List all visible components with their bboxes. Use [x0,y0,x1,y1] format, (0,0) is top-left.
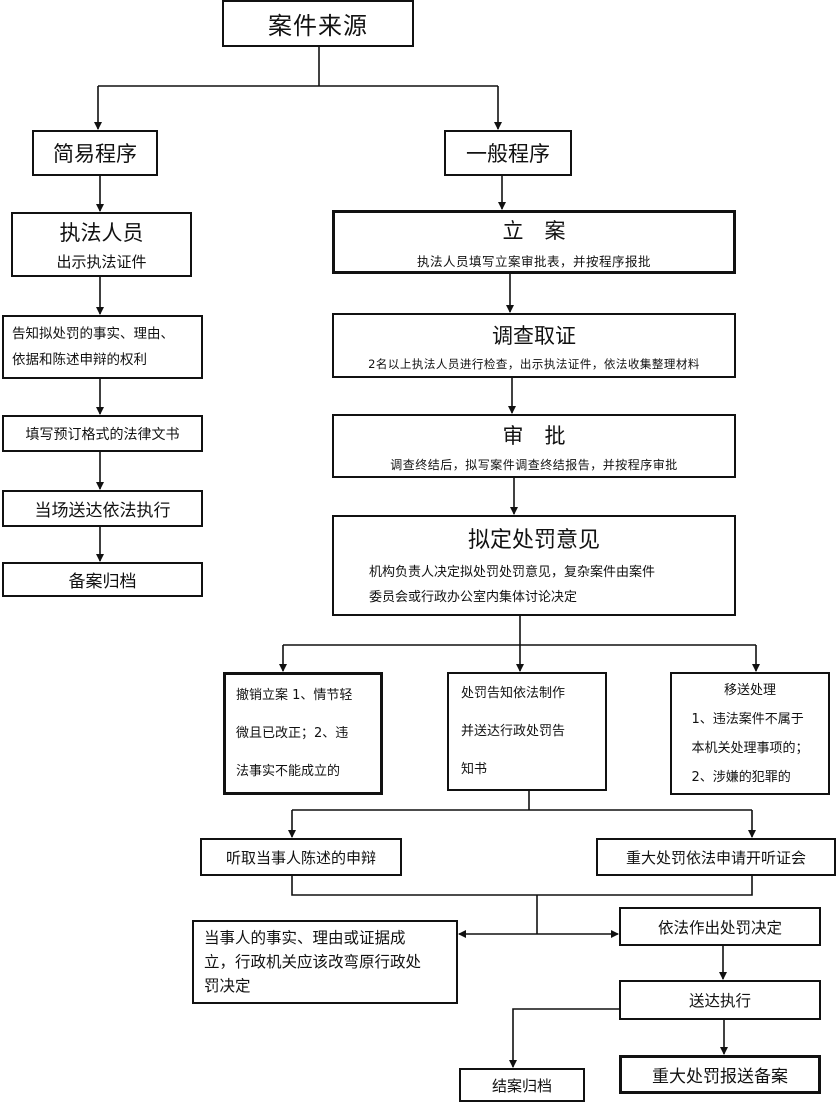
connector-execute-left [509,1008,619,1068]
branch-transfer-line: 2、涉嫌的犯罪的 [691,769,791,785]
case-source-box: 案件来源 [222,0,414,47]
general-step-investigate-subtitle: 2名以上执法人员进行检查，出示执法证件，依法收集整理材料 [368,356,700,371]
branch-transfer-line: 1、违法案件不属于 [691,711,804,727]
general-step-propose-line: 机构负责人决定拟处罚处罚意见，复杂案件由案件 [369,564,656,580]
general-procedure-box: 一般程序 [444,130,572,176]
outcome-change-line: 罚决定 [204,977,251,995]
general-step-investigate-title: 调查取证 [492,323,576,348]
simple-step-fill-form-label: 填写预订格式的法律文书 [25,426,180,443]
general-step-register-title: 立 案 [502,218,566,243]
close-archive-label: 结案归档 [491,1076,552,1095]
branch-revoke-line: 法事实不能成立的 [236,763,341,779]
branch-notice-line: 并送达行政处罚告 [461,723,566,739]
simple-step-inform: 告知拟处罚的事实、理由、 依据和陈述申辩的权利 [2,315,203,379]
simple-step-archive: 备案归档 [2,562,203,597]
hearing-box: 重大处罚依法申请开听证会 [596,838,836,876]
close-archive-box: 结案归档 [459,1068,585,1102]
general-step-register-subtitle: 执法人员填写立案审批表，并按程序报批 [416,253,651,269]
simple-step-inform-line: 告知拟处罚的事实、理由、 [12,326,174,342]
branch-notice-box: 处罚告知依法制作 并送达行政处罚告 知书 [447,672,607,791]
general-step-approve-subtitle: 调查终结后，拟写案件调查终结报告，并按程序审批 [390,457,678,472]
simple-step-inform-line: 依据和陈述申辩的权利 [12,352,147,368]
simple-step-officer: 执法人员 出示执法证件 [11,212,192,277]
general-step-register: 立 案 执法人员填写立案审批表，并按程序报批 [332,210,736,274]
statement-label: 听取当事人陈述的申辩 [225,848,376,867]
branch-transfer-box: 移送处理 1、违法案件不属于 本机关处理事项的； 2、涉嫌的犯罪的 [670,672,830,795]
general-step-approve-title: 审 批 [502,423,566,448]
general-step-approve: 审 批 调查终结后，拟写案件调查终结报告，并按程序审批 [332,414,736,478]
report-label: 重大处罚报送备案 [652,1067,788,1087]
simple-step-fill-form: 填写预订格式的法律文书 [2,415,203,452]
simple-step-deliver-label: 当场送达依法执行 [34,501,171,521]
branch-notice-line: 处罚告知依法制作 [461,685,566,701]
execute-box: 送达执行 [619,980,821,1020]
statement-box: 听取当事人陈述的申辩 [200,838,402,876]
outcome-change-line: 立，行政机关应该改弯原行政处 [204,953,422,971]
general-step-propose-title: 拟定处罚意见 [467,527,600,553]
branch-revoke-box: 撤销立案 1、情节轻 微且已改正；2、违 法事实不能成立的 [223,672,383,795]
simple-step-deliver: 当场送达依法执行 [2,490,203,527]
general-procedure-label: 一般程序 [466,142,550,166]
branch-transfer-title: 移送处理 [723,682,776,698]
execute-label: 送达执行 [688,992,751,1010]
branch-transfer-line: 本机关处理事项的； [691,740,809,756]
general-step-propose: 拟定处罚意见 机构负责人决定拟处罚处罚意见，复杂案件由案件 委员会或行政办公室内… [332,515,736,616]
hearing-label: 重大处罚依法申请开听证会 [625,848,806,867]
connector-merge [291,876,753,896]
report-box: 重大处罚报送备案 [619,1055,821,1094]
branch-revoke-line: 微且已改正；2、违 [236,725,349,741]
case-source-label: 案件来源 [268,12,368,40]
simple-step-officer-title: 执法人员 [59,221,144,245]
outcome-change-line: 当事人的事实、理由或证据成 [204,929,406,947]
decision-box: 依法作出处罚决定 [619,907,821,946]
simple-step-officer-subtitle: 出示执法证件 [56,253,147,271]
branch-revoke-line: 撤销立案 1、情节轻 [236,687,353,703]
branch-notice-line: 知书 [461,761,488,777]
simple-procedure-label: 简易程序 [53,142,137,166]
general-step-investigate: 调查取证 2名以上执法人员进行检查，出示执法证件，依法收集整理材料 [332,313,736,378]
decision-label: 依法作出处罚决定 [657,918,782,937]
simple-step-archive-label: 备案归档 [68,572,137,592]
outcome-change-box: 当事人的事实、理由或证据成 立，行政机关应该改弯原行政处 罚决定 [192,920,458,1004]
general-step-propose-line: 委员会或行政办公室内集体讨论决定 [369,589,578,605]
simple-procedure-box: 简易程序 [32,130,158,176]
